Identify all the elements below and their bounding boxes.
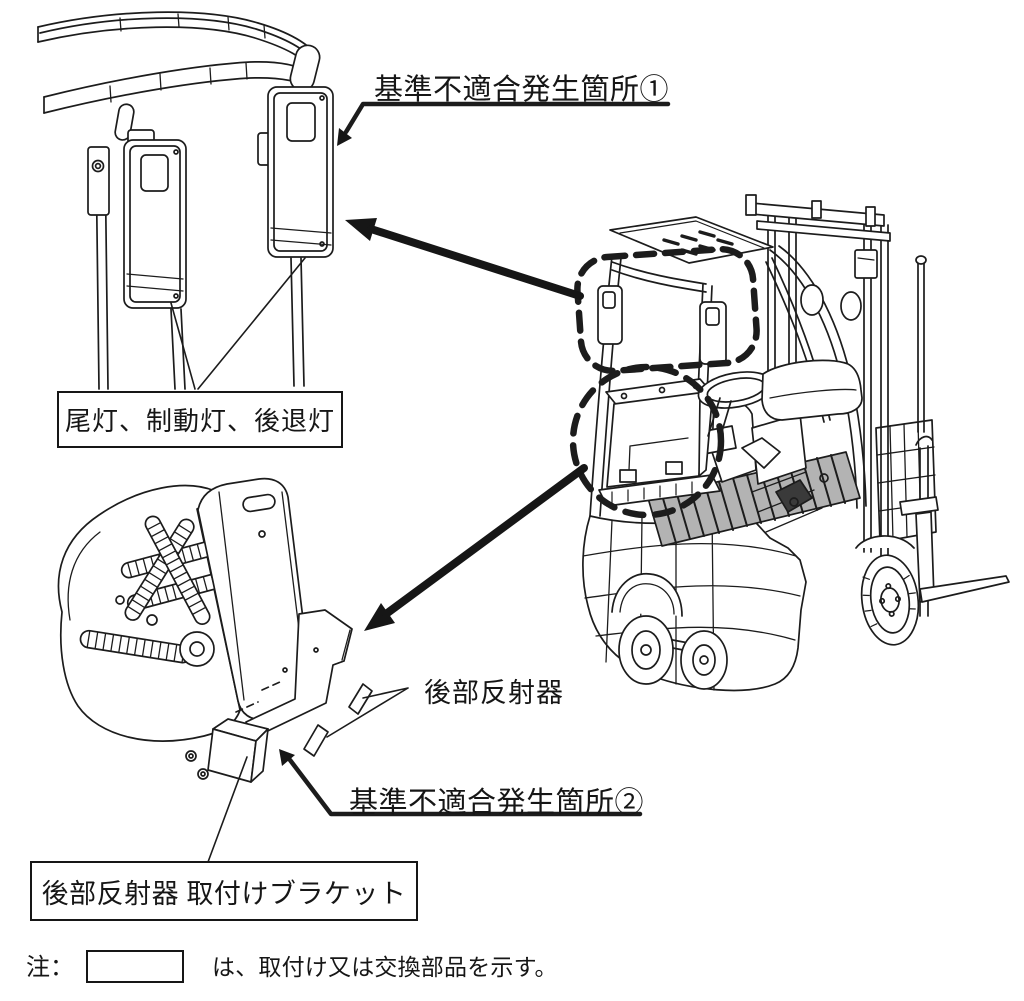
note-text: は、取付け又は交換部品を示す。 [212, 955, 558, 980]
callout-1-label: 基準不適合発生箇所① [374, 74, 670, 106]
thick-arrow-to-seat-detail-icon [364, 464, 588, 631]
reflector-bracket [185, 609, 353, 783]
noncompliance-area-1-outline [574, 245, 760, 375]
tail-lamp-right [257, 86, 334, 258]
tail-lamp-left [123, 129, 187, 309]
bracket-label: 後部反射器 取付けブラケット [41, 878, 407, 909]
callout-2-leader [279, 749, 643, 817]
bracket-label-box: 後部反射器 取付けブラケット [30, 861, 418, 921]
rear-reflector-label: 後部反射器 [424, 678, 564, 708]
battery-cover [598, 378, 721, 507]
tail-lights-label-box: 尾灯、制動灯、後退灯 [57, 391, 343, 448]
callout-2-label: 基準不適合発生箇所② [349, 787, 645, 819]
seat-bracket-detail [57, 477, 373, 783]
overhead-guard-detail [37, 11, 334, 390]
callout-1-leader [337, 101, 671, 146]
note-prefix: 注： [26, 955, 74, 981]
rear-reflector-lower [303, 724, 329, 757]
noncompliance-area-2-outline [569, 363, 725, 519]
tail-lights-label: 尾灯、制動灯、後退灯 [64, 407, 335, 436]
note-symbol-box [86, 950, 184, 983]
thick-arrow-to-guard-detail-icon [345, 218, 584, 300]
leader-lines [170, 257, 409, 863]
forklift-drawing [582, 194, 1010, 692]
rear-reflector-upper [348, 683, 373, 715]
